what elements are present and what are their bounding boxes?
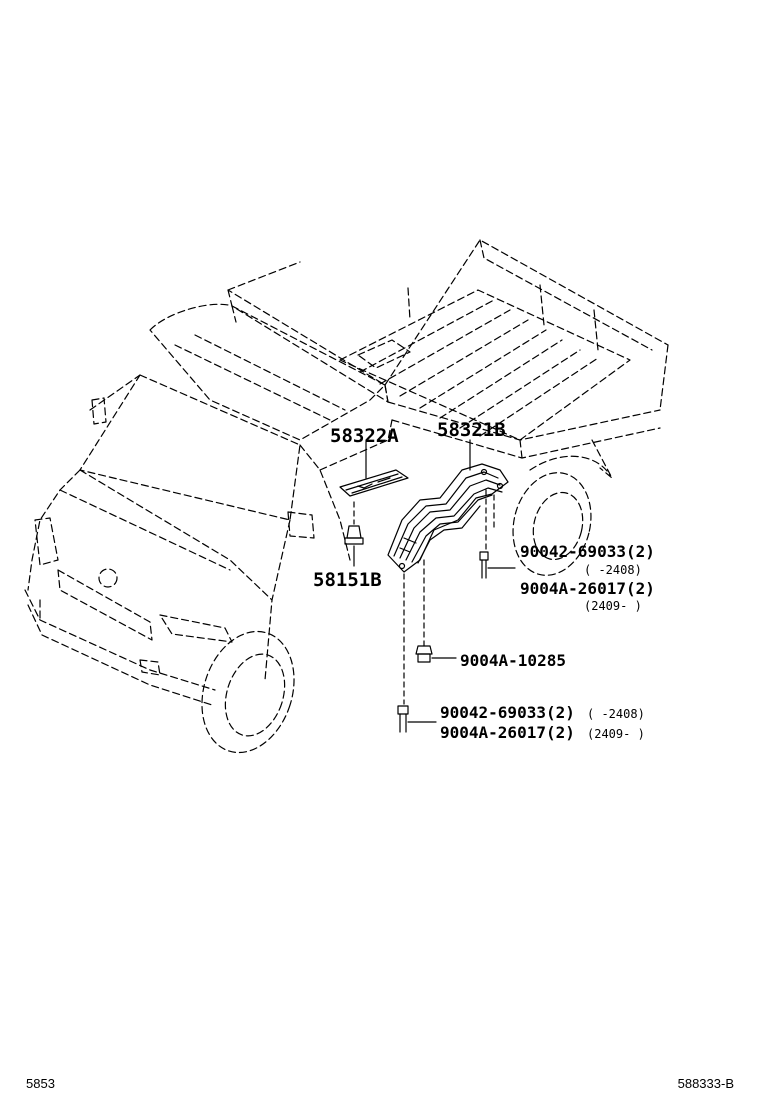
truck-front-wheel [201,630,295,754]
fastener-bolt-middle [415,645,433,663]
fastener-clip-bottom [397,705,409,733]
truck-bed [227,239,669,459]
callout-9004a-26017-bottom-date: (2409- ) [587,727,645,741]
part-58151b-clip [344,525,364,545]
callout-labels: 58322A 58321B 58151B 90042-69033(2) ( -2… [313,419,655,742]
leader-lines [353,439,516,723]
callout-90042-right-date: ( -2408) [584,563,642,577]
footer-right-code: 588333-B [677,1076,734,1091]
truck-cab [24,303,393,706]
callout-90042-69033-right: 90042-69033(2) [520,542,655,561]
callout-58151b: 58151B [313,569,382,591]
callout-9004a-26017-bottom: 9004A-26017(2) [440,723,575,742]
callout-9004a-10285: 9004A-10285 [460,651,566,670]
install-guide-lines [353,489,495,705]
part-58321b-mat [387,463,509,573]
fastener-clip-right [479,551,489,579]
callout-9004a-26017-right-date: (2409- ) [584,599,642,613]
truck-rear-wheel [512,439,613,576]
callout-58322a: 58322A [330,425,399,447]
callout-90042-69033-bottom: 90042-69033(2) [440,703,575,722]
callout-90042-bottom-date: ( -2408) [587,707,645,721]
callout-58321b: 58321B [437,419,506,441]
part-58322a-pad [339,469,409,497]
footer-left-code: 5853 [26,1076,55,1091]
callout-9004a-26017-right: 9004A-26017(2) [520,579,655,598]
